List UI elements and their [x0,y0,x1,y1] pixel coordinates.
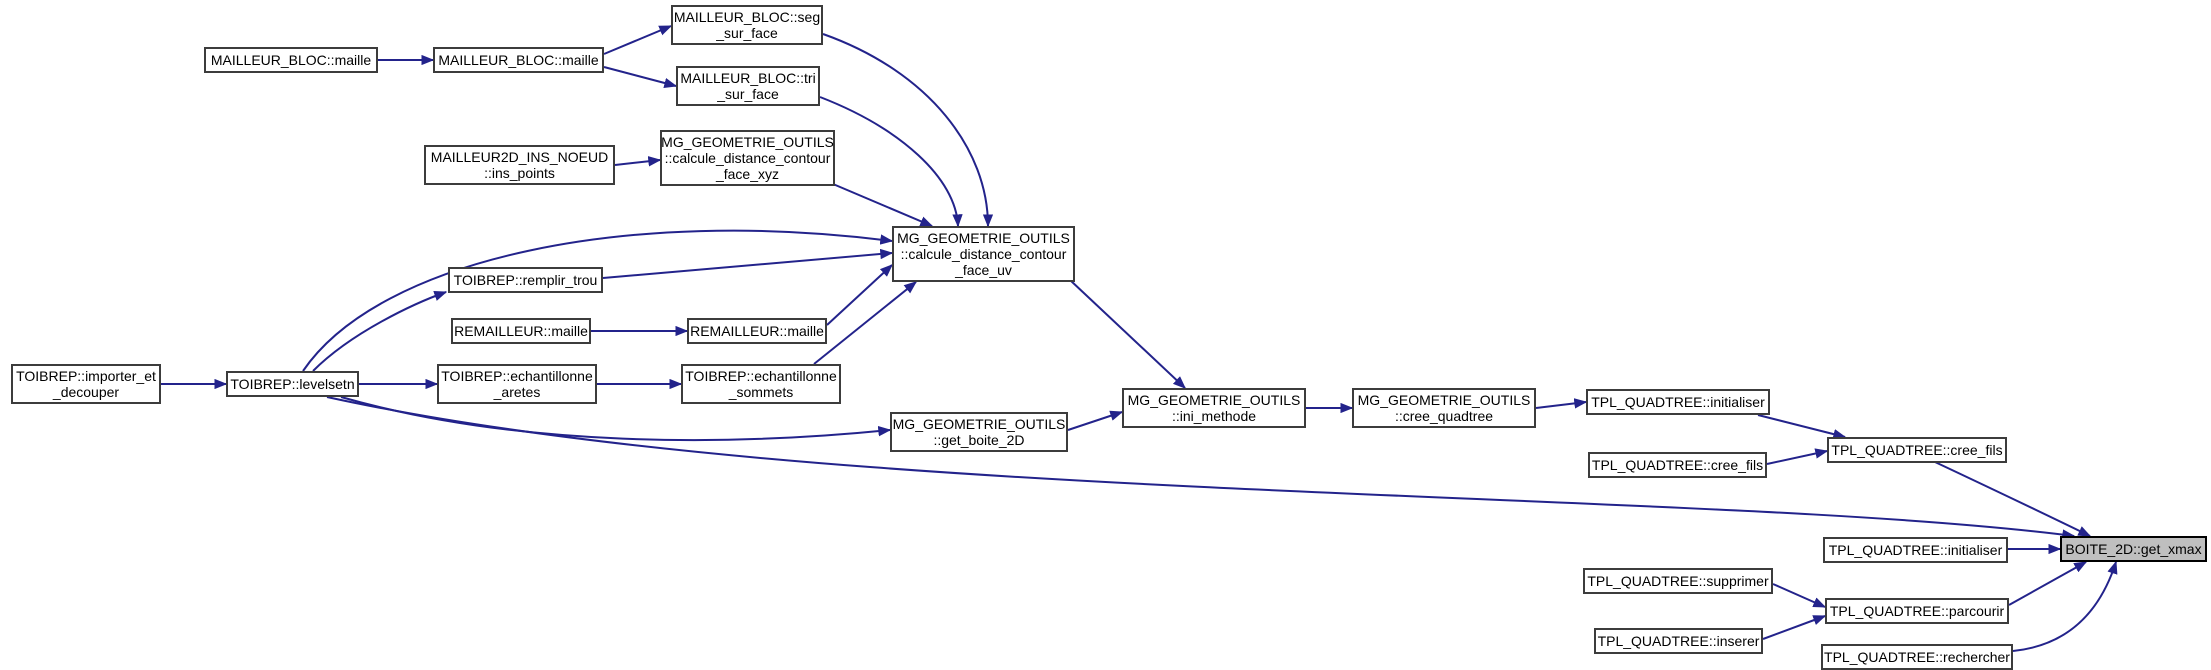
edge-cree_fils1-to-cree_fils2 [1766,448,1829,465]
node-label-line: MG_GEOMETRIE_OUTILS [897,230,1070,246]
edge-inserer-to-parcourir [1762,615,1827,640]
edge-tri_sur_face-to-face_uv [819,96,963,228]
node-ins_points[interactable]: MAILLEUR2D_INS_NOEUD::ins_points [424,145,615,185]
node-mb_maille1[interactable]: MAILLEUR_BLOC::maille [204,47,378,73]
node-label-line: TPL_QUADTREE::cree_fils [1591,457,1764,473]
node-cree_quadtree[interactable]: MG_GEOMETRIE_OUTILS::cree_quadtree [1352,388,1536,428]
edge-mb_maille2-to-tri_sur_face [603,66,678,89]
node-label-line: TOIBREP::remplir_trou [453,272,598,288]
edge-parcourir-to-get_xmax [2008,561,2088,606]
edge-face_uv-to-ini_methode [1069,279,1186,389]
node-get_boite[interactable]: MG_GEOMETRIE_OUTILS::get_boite_2D [890,412,1068,452]
node-cree_fils2[interactable]: TPL_QUADTREE::cree_fils [1827,437,2007,463]
node-rechercher[interactable]: TPL_QUADTREE::rechercher [1821,644,2013,670]
node-levelsetn[interactable]: TOIBREP::levelsetn [226,371,359,397]
node-label-line: MAILLEUR_BLOC::tri [680,70,816,86]
node-label-line: TPL_QUADTREE::inserer [1597,633,1760,649]
node-inserer[interactable]: TPL_QUADTREE::inserer [1594,628,1763,654]
node-label-line: MAILLEUR_BLOC::maille [210,52,372,68]
edge-cree_fils2-to-get_xmax [1934,461,2092,537]
node-seg_sur_face[interactable]: MAILLEUR_BLOC::seg_sur_face [671,5,823,45]
node-label-line: TOIBREP::levelsetn [230,376,355,392]
node-initialiser2[interactable]: TPL_QUADTREE::initialiser [1823,537,2008,563]
edge-rem_maille2-to-face_uv [826,264,893,326]
edge-cree_quadtree-to-initialiser1 [1535,398,1588,409]
node-label-line: _sommets [728,384,794,400]
node-ech_aretes[interactable]: TOIBREP::echantillonne_aretes [437,364,597,404]
node-label-line: MG_GEOMETRIE_OUTILS [1127,392,1301,408]
node-initialiser1[interactable]: TPL_QUADTREE::initialiser [1586,389,1770,415]
node-label-line: _face_xyz [715,166,780,182]
node-label-line: MG_GEOMETRIE_OUTILS [892,416,1066,432]
node-label-line: TPL_QUADTREE::supprimer [1587,573,1769,589]
node-ech_sommets[interactable]: TOIBREP::echantillonne_sommets [681,364,841,404]
node-label-line: REMAILLEUR::maille [690,323,824,339]
node-remplir_trou[interactable]: TOIBREP::remplir_trou [448,267,603,293]
node-tri_sur_face[interactable]: MAILLEUR_BLOC::tri_sur_face [676,66,820,106]
node-label-line: MAILLEUR2D_INS_NOEUD [430,149,609,165]
edge-levelsetn-to-get_xmax [326,396,2076,540]
node-parcourir[interactable]: TPL_QUADTREE::parcourir [1825,598,2009,624]
node-label-line: _face_uv [955,262,1012,278]
node-mb_maille2[interactable]: MAILLEUR_BLOC::maille [433,47,604,73]
node-label-line: ::get_boite_2D [933,432,1025,448]
node-rem_maille1[interactable]: REMAILLEUR::maille [451,318,591,344]
node-importer[interactable]: TOIBREP::importer_et_decouper [11,364,161,404]
node-label-line: _sur_face [717,86,779,102]
node-label-line: MG_GEOMETRIE_OUTILS [1357,392,1531,408]
node-label-line: ::cree_quadtree [1394,408,1494,424]
node-label-line: TPL_QUADTREE::initialiser [1591,394,1765,410]
node-label-line: MG_GEOMETRIE_OUTILS [661,134,834,150]
edge-ins_points-to-face_xyz [614,156,662,167]
node-label-line: REMAILLEUR::maille [454,323,588,339]
node-label-line: _aretes [493,384,541,400]
node-face_uv[interactable]: MG_GEOMETRIE_OUTILS::calcule_distance_co… [892,226,1075,282]
edge-levelsetn-to-face_uv [302,229,894,372]
node-label-line: MAILLEUR_BLOC::maille [438,52,599,68]
edge-supprimer-to-parcourir [1772,583,1827,608]
edge-mb_maille2-to-seg_sur_face [603,25,673,55]
node-label-line: TOIBREP::echantillonne [685,368,837,384]
edge-rechercher-to-get_xmax [2012,560,2118,652]
node-cree_fils1[interactable]: TPL_QUADTREE::cree_fils [1588,452,1767,478]
node-label-line: _decouper [52,384,120,400]
node-label-line: TOIBREP::importer_et [16,368,156,384]
edge-ech_sommets-to-face_uv [813,281,918,365]
node-label-line: ::calcule_distance_contour [900,246,1067,262]
edge-get_boite-to-ini_methode [1067,410,1124,431]
node-label-line: ::calcule_distance_contour [664,150,831,166]
edge-seg_sur_face-to-face_uv [822,33,994,228]
node-label-line: ::ins_points [484,165,555,181]
node-label-line: _sur_face [716,25,778,41]
node-label-line: ::ini_methode [1171,408,1257,424]
node-face_xyz[interactable]: MG_GEOMETRIE_OUTILS::calcule_distance_co… [660,130,835,186]
node-label-line: MAILLEUR_BLOC::seg [673,9,821,25]
node-label-line: TPL_QUADTREE::initialiser [1828,542,2003,558]
node-supprimer[interactable]: TPL_QUADTREE::supprimer [1583,568,1773,594]
node-label-line: TPL_QUADTREE::cree_fils [1831,442,2003,458]
edge-remplir_trou-to-face_uv [602,248,894,279]
edge-levelsetn-to-remplir_trou [312,291,448,372]
node-label-line: TPL_QUADTREE::rechercher [1824,649,2010,665]
node-label-line: TPL_QUADTREE::parcourir [1829,603,2005,619]
node-get_xmax: BOITE_2D::get_xmax [2060,536,2207,562]
node-label-line: BOITE_2D::get_xmax [2065,541,2202,557]
edge-initialiser1-to-cree_fils2 [1757,414,1847,440]
node-label-line: TOIBREP::echantillonne [441,368,593,384]
edge-face_xyz-to-face_uv [832,183,934,227]
node-rem_maille2[interactable]: REMAILLEUR::maille [687,318,827,344]
node-ini_methode[interactable]: MG_GEOMETRIE_OUTILS::ini_methode [1122,388,1306,428]
